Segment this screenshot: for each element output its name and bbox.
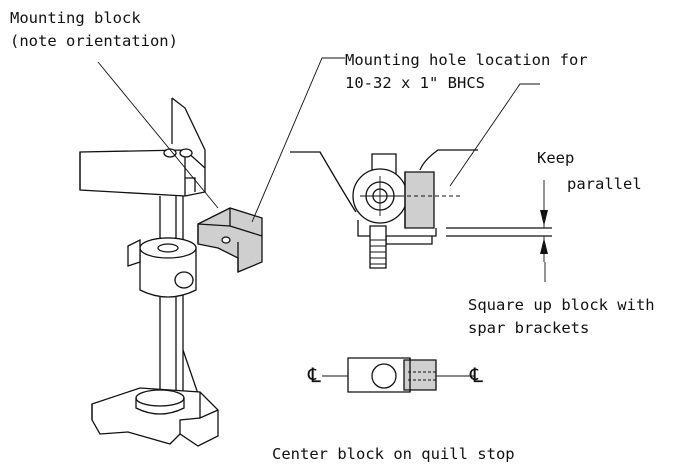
top-view-hole [371, 363, 397, 389]
side-view-assembly [290, 149, 552, 269]
mounting-block-iso [197, 207, 263, 273]
leader-hole-iso [251, 57, 345, 223]
label-mounting-block: Mounting block [10, 9, 141, 27]
rod-collar [127, 237, 197, 298]
label-keep: Keep [537, 149, 575, 167]
top-view-assembly [322, 357, 474, 393]
label-bhcs: 10-32 x 1" BHCS [345, 74, 485, 92]
leader-mounting-hole [449, 83, 540, 187]
top-view-block [403, 359, 437, 391]
block-hole-iso [221, 236, 231, 244]
label-spar-brackets: spar brackets [468, 319, 590, 337]
label-parallel: parallel [567, 175, 642, 193]
collar-screw-head [127, 238, 141, 267]
side-view-screw [369, 225, 387, 269]
label-square-up: Square up block with [468, 296, 655, 314]
leader-mounting-block [97, 61, 219, 209]
spar-bracket-assembly [79, 97, 263, 447]
centerline-symbol-right: ℄ [469, 363, 483, 387]
parallel-arrow-top [540, 210, 548, 226]
centerline-symbol-left: ℄ [307, 363, 321, 387]
parallel-arrow-bottom [540, 238, 548, 254]
side-view-block [404, 171, 435, 229]
label-mounting-hole-location: Mounting hole location for [345, 51, 588, 69]
label-center-block: Center block on quill stop [272, 445, 515, 463]
arm-hole-right [179, 148, 193, 158]
collar-screw-hole [174, 271, 194, 289]
label-note-orientation: (note orientation) [10, 32, 178, 50]
base-foot [91, 387, 219, 447]
